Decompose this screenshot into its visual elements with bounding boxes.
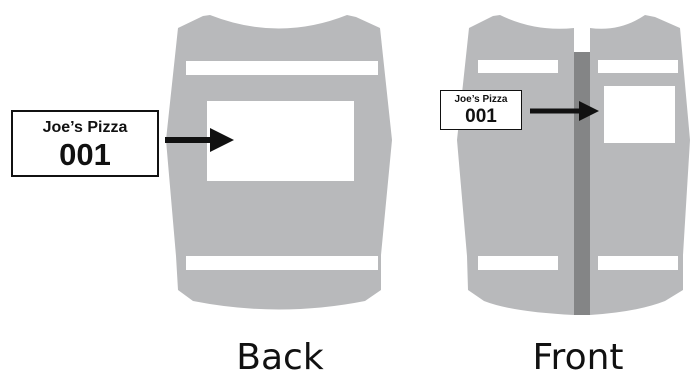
back-name-badge: Joe’s Pizza 001 [11,110,159,177]
back-badge-area [207,101,354,181]
back-bottom-stripe [186,256,378,270]
front-badge-shop-name: Joe’s Pizza [441,95,521,105]
back-top-stripe [186,61,378,75]
back-caption: Back [180,340,380,376]
front-right-bottom-stripe [598,256,678,270]
front-left-top-stripe [478,60,558,73]
zipper-strip [574,52,590,315]
front-name-badge: Joe’s Pizza 001 [440,90,522,130]
back-badge-shop-name: Joe’s Pizza [13,120,157,136]
back-vest [166,15,392,310]
front-badge-area [604,86,675,143]
front-left-bottom-stripe [478,256,558,270]
front-badge-number: 001 [441,107,521,126]
back-badge-number: 001 [13,139,157,170]
front-caption: Front [478,340,678,376]
front-right-top-stripe [598,60,678,73]
front-vest [457,15,690,315]
